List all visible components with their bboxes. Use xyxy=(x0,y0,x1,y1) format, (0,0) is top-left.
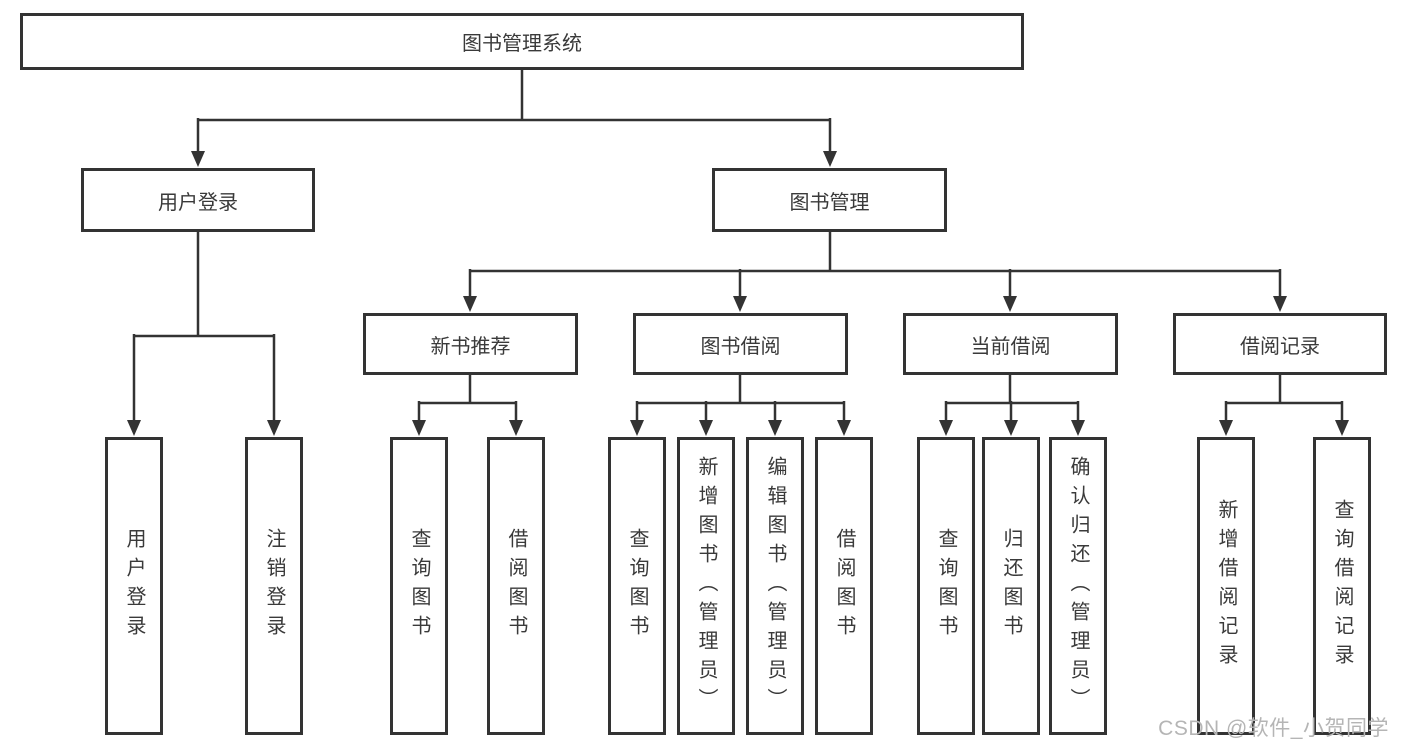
leaf-query-books-recommend: 查询图书 xyxy=(390,437,448,735)
leaf-logout: 注销登录 xyxy=(245,437,303,735)
leaf-logout-label: 注销登录 xyxy=(263,528,285,644)
leaf-edit-book-admin-label: 编辑图书（管理员） xyxy=(764,455,786,717)
leaf-borrow-books-borrowing-label: 借阅图书 xyxy=(833,528,855,644)
arrowheads xyxy=(127,151,1349,436)
leaf-borrow-books-borrowing: 借阅图书 xyxy=(815,437,873,735)
watermark: CSDN @软件_小贺同学 xyxy=(1158,717,1389,740)
leaf-query-books-recommend-label: 查询图书 xyxy=(408,528,430,644)
leaf-query-books-borrowing-label: 查询图书 xyxy=(626,528,648,644)
leaf-borrow-books-recommend: 借阅图书 xyxy=(487,437,545,735)
leaf-query-books-current-label: 查询图书 xyxy=(935,528,957,644)
leaf-add-book-admin-label: 新增图书（管理员） xyxy=(695,455,717,717)
leaf-add-book-admin: 新增图书（管理员） xyxy=(677,437,735,735)
leaf-edit-book-admin: 编辑图书（管理员） xyxy=(746,437,804,735)
leaf-query-books-borrowing: 查询图书 xyxy=(608,437,666,735)
leaf-confirm-return-admin-label: 确认归还（管理员） xyxy=(1067,455,1089,717)
leaf-borrow-books-recommend-label: 借阅图书 xyxy=(505,528,527,644)
node-book-borrowing: 图书借阅 xyxy=(633,313,848,375)
leaf-query-borrow-record: 查询借阅记录 xyxy=(1313,437,1371,735)
node-borrowing-records: 借阅记录 xyxy=(1173,313,1387,375)
leaf-query-books-current: 查询图书 xyxy=(917,437,975,735)
connector-paths xyxy=(132,70,1344,424)
leaf-add-borrow-record-label: 新增借阅记录 xyxy=(1215,499,1237,673)
node-new-book-recommend: 新书推荐 xyxy=(363,313,578,375)
node-root: 图书管理系统 xyxy=(20,13,1024,70)
leaf-return-book-label: 归还图书 xyxy=(1000,528,1022,644)
leaf-query-borrow-record-label: 查询借阅记录 xyxy=(1331,499,1353,673)
node-user-login: 用户登录 xyxy=(81,168,315,232)
leaf-user-login-label: 用户登录 xyxy=(123,528,145,644)
leaf-add-borrow-record: 新增借阅记录 xyxy=(1197,437,1255,735)
node-current-borrowing: 当前借阅 xyxy=(903,313,1118,375)
leaf-user-login: 用户登录 xyxy=(105,437,163,735)
node-book-management: 图书管理 xyxy=(712,168,947,232)
leaf-confirm-return-admin: 确认归还（管理员） xyxy=(1049,437,1107,735)
leaf-return-book: 归还图书 xyxy=(982,437,1040,735)
